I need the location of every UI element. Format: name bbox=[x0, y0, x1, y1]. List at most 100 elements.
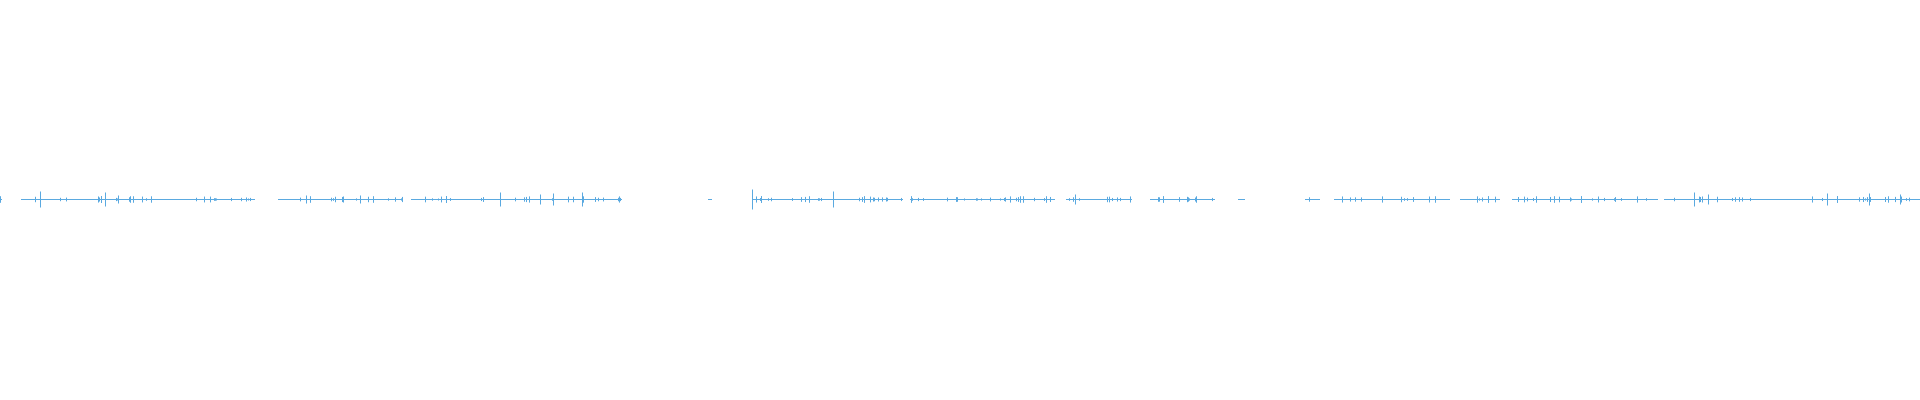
waveform-sample bbox=[1604, 197, 1605, 202]
waveform-sample bbox=[887, 197, 888, 202]
waveform-sample bbox=[1559, 196, 1560, 203]
waveform-sample bbox=[923, 198, 924, 201]
waveform-sample bbox=[981, 198, 982, 201]
waveform-sample bbox=[1888, 196, 1889, 203]
waveform-sample bbox=[620, 197, 621, 202]
waveform-sample bbox=[1901, 196, 1902, 203]
waveform-sample bbox=[1479, 198, 1480, 201]
waveform-sample bbox=[402, 196, 403, 203]
waveform-sample bbox=[1615, 197, 1616, 202]
waveform-sample bbox=[388, 198, 389, 201]
waveform-sample bbox=[805, 196, 806, 203]
waveform-sample bbox=[481, 197, 482, 202]
waveform-sample bbox=[1674, 197, 1675, 202]
waveform-sample bbox=[1885, 196, 1886, 203]
waveform-sample bbox=[1000, 198, 1001, 201]
waveform-sample bbox=[862, 197, 863, 202]
waveform-sample bbox=[117, 198, 118, 201]
waveform-sample bbox=[1112, 197, 1113, 202]
waveform-segment bbox=[1305, 199, 1320, 200]
waveform-sample bbox=[977, 198, 978, 201]
waveform-sample bbox=[1187, 196, 1188, 203]
waveform-sample bbox=[1518, 197, 1519, 202]
waveform-sample bbox=[146, 198, 147, 201]
waveform-sample bbox=[1909, 197, 1910, 202]
waveform-sample bbox=[1117, 197, 1118, 202]
waveform-sample bbox=[1812, 196, 1813, 203]
waveform-sample bbox=[768, 198, 769, 201]
waveform-sample bbox=[878, 197, 879, 202]
waveform-sample bbox=[1350, 197, 1351, 202]
waveform-sample bbox=[833, 191, 834, 208]
waveform-sample bbox=[1016, 197, 1017, 202]
waveform-sample bbox=[395, 197, 396, 202]
waveform-sample bbox=[573, 196, 574, 203]
waveform-segment bbox=[1664, 199, 1920, 200]
waveform-sample bbox=[1188, 197, 1189, 202]
waveform-segment bbox=[411, 199, 622, 200]
waveform-sample bbox=[214, 198, 215, 201]
waveform-sample bbox=[618, 197, 619, 202]
waveform-sample bbox=[964, 198, 965, 201]
waveform-sample bbox=[918, 197, 919, 202]
waveform-sample bbox=[373, 196, 374, 203]
waveform-sample bbox=[142, 196, 143, 203]
waveform-segment bbox=[752, 199, 903, 200]
waveform-sample bbox=[129, 197, 130, 202]
waveform-sample bbox=[35, 196, 36, 203]
waveform-sample bbox=[432, 198, 433, 201]
waveform-sample bbox=[553, 193, 554, 206]
waveform-sample bbox=[1158, 197, 1159, 202]
waveform-sample bbox=[864, 196, 865, 203]
waveform-sample bbox=[1646, 198, 1647, 201]
waveform-sample bbox=[756, 196, 757, 203]
waveform-sample bbox=[1554, 196, 1555, 203]
waveform-sample bbox=[595, 197, 596, 202]
waveform-sample bbox=[1159, 197, 1160, 202]
waveform-sample bbox=[1069, 198, 1070, 201]
waveform-sample bbox=[568, 196, 569, 203]
waveform-sample bbox=[912, 198, 913, 201]
waveform-sample bbox=[1079, 198, 1080, 201]
waveform-sample bbox=[1020, 196, 1021, 203]
waveform-sample bbox=[529, 196, 530, 203]
waveform-sample bbox=[401, 198, 402, 201]
waveform-sample bbox=[1527, 197, 1528, 202]
waveform-sample bbox=[801, 197, 802, 202]
waveform-sample bbox=[60, 197, 61, 202]
waveform-sample bbox=[957, 197, 958, 202]
waveform-sample bbox=[215, 198, 216, 201]
waveform-sample bbox=[1750, 197, 1751, 202]
waveform-sample bbox=[1906, 198, 1907, 201]
waveform-sample bbox=[792, 198, 793, 201]
waveform-sample bbox=[1179, 197, 1180, 202]
waveform-sample bbox=[1435, 196, 1436, 203]
waveform-sample bbox=[1044, 198, 1045, 201]
waveform-sample bbox=[1550, 196, 1551, 203]
waveform-sample bbox=[1598, 196, 1599, 203]
waveform-sample bbox=[1717, 196, 1718, 203]
waveform-sample bbox=[1120, 197, 1121, 202]
waveform-sample bbox=[1700, 196, 1701, 203]
waveform-sample bbox=[1429, 196, 1430, 203]
waveform-sample bbox=[248, 198, 249, 201]
waveform-sample bbox=[552, 198, 553, 201]
waveform-sample bbox=[886, 197, 887, 202]
waveform-sample bbox=[1355, 197, 1356, 202]
waveform-sample bbox=[1621, 198, 1622, 201]
waveform-segment bbox=[1066, 199, 1132, 200]
waveform-segment bbox=[278, 199, 403, 200]
waveform-sample bbox=[1195, 197, 1196, 202]
waveform-sample bbox=[1401, 196, 1402, 203]
waveform-sample bbox=[526, 196, 527, 203]
waveform-sample bbox=[1495, 196, 1496, 203]
waveform-sample bbox=[356, 198, 357, 201]
waveform-sample bbox=[583, 196, 584, 203]
waveform-sample bbox=[1404, 198, 1405, 201]
waveform-sample bbox=[1827, 193, 1828, 206]
waveform-sample bbox=[1046, 196, 1047, 203]
waveform-sample bbox=[196, 197, 197, 202]
waveform-sample bbox=[133, 196, 134, 203]
waveform-sample bbox=[300, 197, 301, 202]
